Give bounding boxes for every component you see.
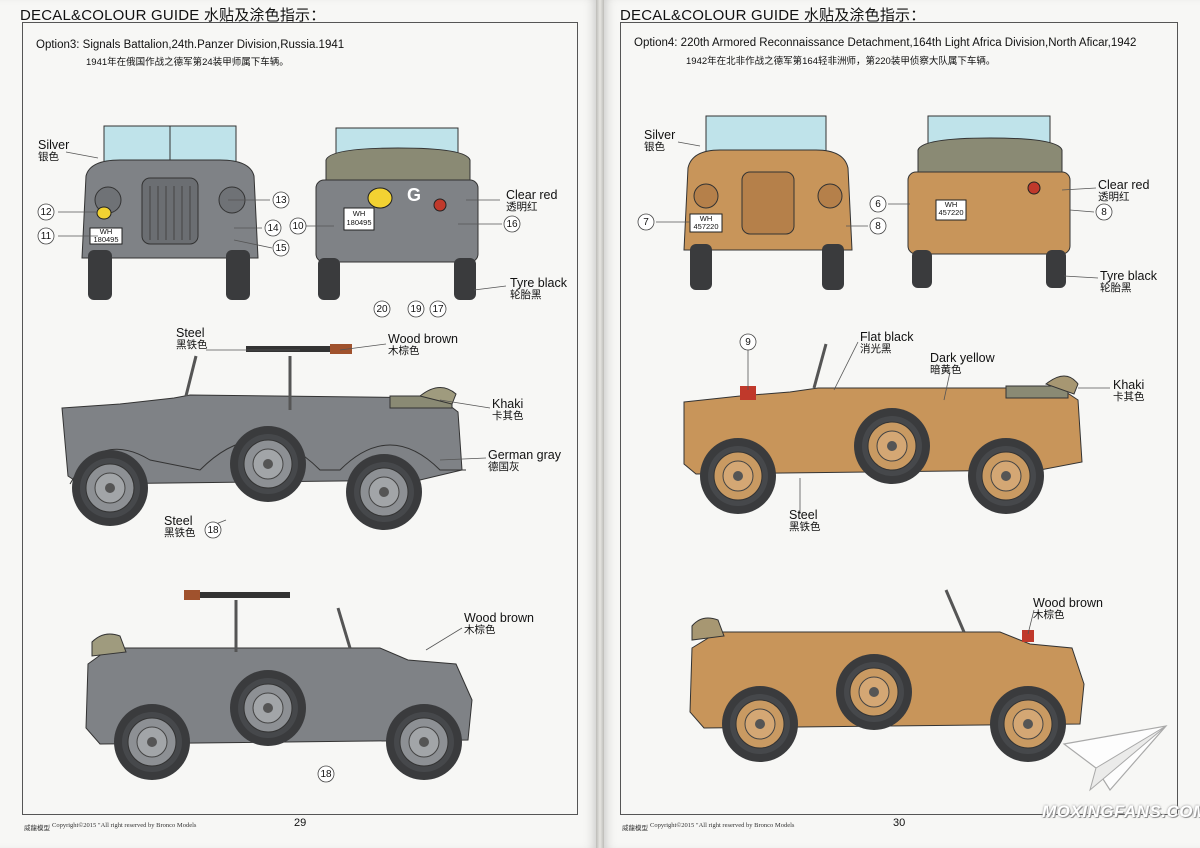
left-page-header: DECAL&COLOUR GUIDE 水贴及涂色指示： — [20, 7, 326, 24]
tactical-sign-g: G — [407, 185, 422, 205]
label-khaki-cn: 卡其色 — [492, 410, 524, 422]
label-clear-red-cn: 透明红 — [506, 201, 538, 213]
callout-14: 14 — [267, 223, 279, 234]
right-page-frame — [620, 22, 1178, 815]
callout-7: 7 — [643, 217, 649, 228]
label-wood-brown-r: Wood brown — [1033, 596, 1103, 610]
rear-view-gray — [315, 127, 479, 300]
side-view-gray-top — [61, 344, 466, 531]
label-wood-brown-bottom-cn: 木棕色 — [464, 624, 496, 636]
left-footer-brand: 威龍模型 — [24, 825, 50, 832]
callout-17: 17 — [432, 304, 444, 315]
option3-subtitle: 1941年在俄国作战之德军第24装甲师属下车辆。 — [86, 57, 289, 68]
plate-front-gray: WH 180495 — [93, 227, 119, 244]
front-view-yellow — [683, 115, 853, 290]
label-khaki-r: Khaki — [1113, 378, 1145, 392]
watermark-text: MOXINGFANS.COM — [1042, 802, 1200, 821]
callout-18-a: 18 — [207, 525, 219, 536]
label-flat-black: Flat black — [860, 330, 914, 344]
label-clear-red-r-cn: 透明红 — [1098, 191, 1130, 203]
label-steel-bottom-cn: 黑铁色 — [164, 527, 196, 539]
label-khaki: Khaki — [492, 397, 524, 411]
callout-9: 9 — [745, 337, 751, 348]
label-silver-r: Silver — [644, 128, 676, 142]
option3-title: Option3: Signals Battalion,24th.Panzer D… — [36, 39, 345, 51]
right-footer-brand: 威龍模型 — [622, 825, 648, 832]
label-tyre-black-r-cn: 轮胎黑 — [1100, 282, 1132, 294]
callout-19: 19 — [410, 304, 422, 315]
rear-view-yellow — [907, 115, 1071, 288]
callout-8-b: 8 — [1101, 207, 1107, 218]
label-steel-bottom: Steel — [164, 514, 193, 528]
label-silver-cn: 银色 — [38, 151, 59, 163]
plate-front-yellow: WH 457220 — [693, 214, 719, 231]
option4-title: Option4: 220th Armored Reconnaissance De… — [634, 37, 1137, 49]
left-footer-copyright: Copyright©2015 "All right reserved by Br… — [52, 822, 197, 829]
left-page-frame — [22, 22, 578, 815]
label-wood-brown-top-cn: 木棕色 — [388, 345, 420, 357]
right-page-header: DECAL&COLOUR GUIDE 水贴及涂色指示： — [620, 7, 926, 24]
label-steel-r: Steel — [789, 508, 818, 522]
label-wood-brown-bottom: Wood brown — [464, 611, 534, 625]
label-steel-top: Steel — [176, 326, 205, 340]
plate-rear-gray: WH 180495 — [346, 209, 372, 227]
label-clear-red-r: Clear red — [1098, 178, 1150, 192]
label-tyre-black-cn: 轮胎黑 — [510, 289, 542, 301]
right-footer-copyright: Copyright©2015 "All right reserved by Br… — [650, 822, 795, 829]
watermark-plane — [1062, 725, 1168, 792]
option4-subtitle: 1942年在北非作战之德军第164轻非洲师，第220装甲侦察大队属下车辆。 — [686, 56, 996, 67]
callout-16: 16 — [506, 219, 518, 230]
side-view-yellow-bottom — [689, 589, 1085, 763]
label-flat-black-cn: 消光黑 — [860, 343, 892, 355]
label-wood-brown-top: Wood brown — [388, 332, 458, 346]
callout-18-b: 18 — [320, 769, 332, 780]
callout-11: 11 — [40, 231, 52, 242]
callout-8-a: 8 — [875, 221, 881, 232]
front-view-gray — [81, 125, 259, 300]
label-steel-r-cn: 黑铁色 — [789, 521, 821, 533]
plate-rear-yellow: WH 457220 — [938, 200, 964, 217]
label-tyre-black-r: Tyre black — [1100, 269, 1157, 283]
label-steel-top-cn: 黑铁色 — [176, 339, 208, 351]
label-dark-yellow-cn: 暗黄色 — [930, 364, 962, 376]
label-dark-yellow: Dark yellow — [930, 351, 995, 365]
label-silver-r-cn: 银色 — [644, 141, 665, 153]
label-german-gray: German gray — [488, 448, 561, 462]
side-view-gray-bottom — [85, 590, 473, 781]
callout-12: 12 — [40, 207, 52, 218]
label-wood-brown-r-cn: 木棕色 — [1033, 609, 1065, 621]
side-view-yellow-top — [683, 343, 1083, 515]
left-page-number: 29 — [294, 817, 307, 829]
label-tyre-black: Tyre black — [510, 276, 567, 290]
callout-6: 6 — [875, 199, 881, 210]
callout-20: 20 — [376, 304, 388, 315]
label-clear-red: Clear red — [506, 188, 558, 202]
callout-15: 15 — [275, 243, 287, 254]
callout-10: 10 — [292, 221, 304, 232]
page-gutter — [596, 0, 604, 848]
right-page-number: 30 — [893, 817, 906, 829]
label-german-gray-cn: 德国灰 — [488, 461, 520, 473]
label-silver: Silver — [38, 138, 70, 152]
label-khaki-r-cn: 卡其色 — [1113, 391, 1145, 403]
callout-13: 13 — [275, 195, 287, 206]
